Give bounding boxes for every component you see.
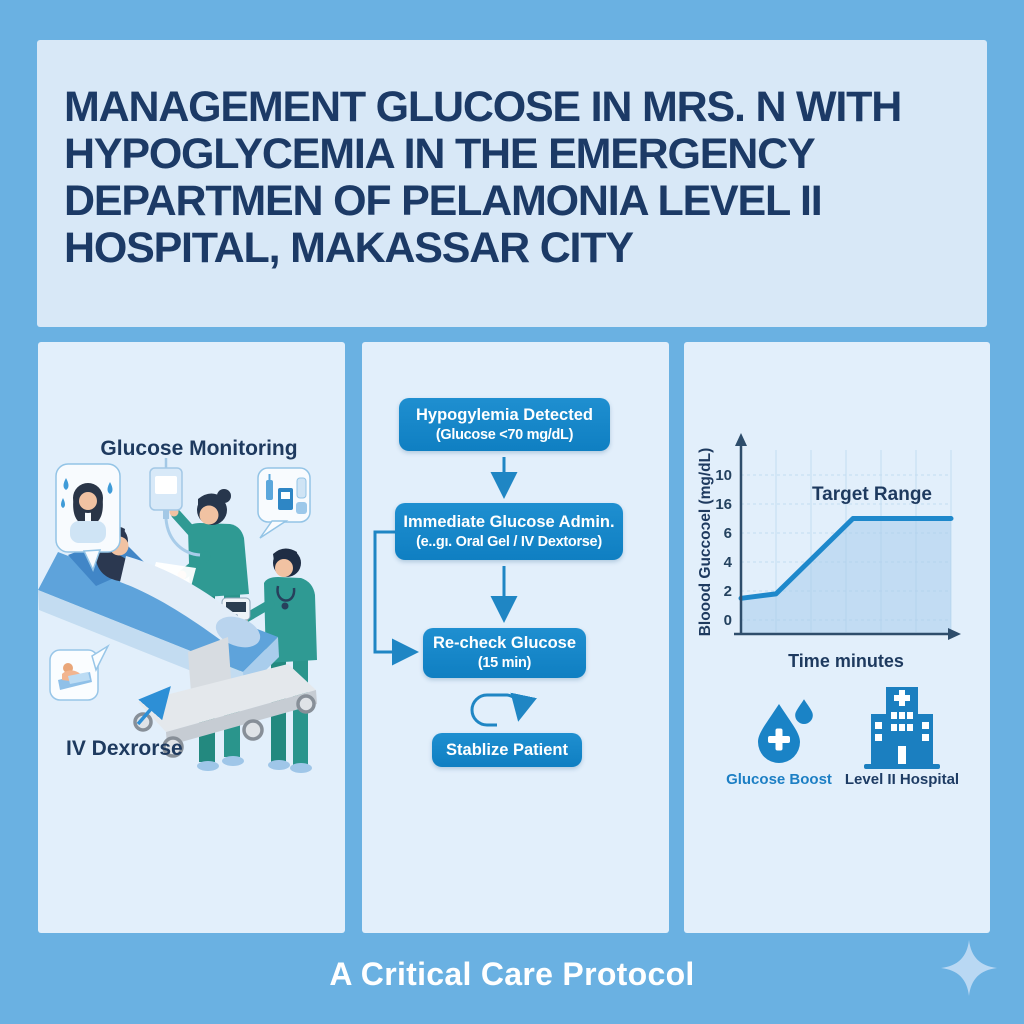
bed-pedestal bbox=[133, 637, 317, 758]
chart-axes bbox=[734, 433, 961, 640]
flow-step-3-line2: (15 min) bbox=[477, 655, 532, 671]
y-axis-arrow-icon bbox=[735, 433, 747, 446]
glucose-area-fill bbox=[741, 518, 951, 634]
iv-dextrose-label: IV Dexrorse bbox=[66, 737, 183, 760]
footer-caption: A Critical Care Protocol bbox=[329, 956, 695, 992]
sparkle-icon bbox=[941, 940, 997, 996]
glucose-boost-label: Glucose Boost bbox=[726, 771, 832, 788]
level-ii-hospital-label: Level II Hospital bbox=[845, 771, 959, 788]
caster-wheel-icon bbox=[242, 719, 264, 741]
sweat-drop-icon bbox=[107, 482, 113, 494]
illustration-scene: Glucose Monitoring bbox=[38, 437, 317, 773]
flowchart-connectors bbox=[373, 457, 537, 727]
illustration-heading: Glucose Monitoring bbox=[100, 437, 297, 460]
panel-chart: 10 16 6 4 2 0 Bloood Guccoɔel (mg/dL) Time mi… bbox=[684, 342, 990, 933]
flow-step-2-line1: Immediate Glucose Admin. bbox=[403, 512, 615, 531]
caster-wheel-icon bbox=[162, 736, 184, 758]
sweat-drop-icon bbox=[61, 498, 65, 508]
page-title-line-1: MANAGEMENT GLUCOSE IN MRS. N WITH bbox=[64, 83, 902, 131]
y-tick-label: 0 bbox=[724, 612, 732, 629]
panel-flowchart: Hypogylemia Detected (Glucose <70 mg/dL)… bbox=[362, 342, 669, 933]
speech-bubble-patient bbox=[55, 463, 121, 572]
target-range-annotation: Target Range bbox=[812, 484, 932, 505]
x-axis-label: Time minutes bbox=[788, 651, 904, 671]
flow-step-recheck-glucose: Re-check Glucose (15 min) bbox=[423, 628, 586, 678]
y-tick-label: 4 bbox=[724, 554, 733, 571]
page-title-line-3: DEPARTMEN OF PELAMONIA LEVEL II bbox=[64, 177, 823, 225]
syringe-icon bbox=[266, 480, 273, 500]
iv-bottle-icon bbox=[296, 477, 307, 499]
page-title-line-4: HOSPITAL, MAKASSAR CITY bbox=[64, 224, 634, 272]
flow-step-1-line2: (Glucose <70 mg/dL) bbox=[435, 426, 574, 443]
x-axis-arrow-icon bbox=[948, 628, 961, 640]
glucose-trend-line bbox=[738, 516, 954, 601]
panel-illustration: Glucose Monitoring bbox=[38, 342, 345, 933]
y-tick-label: 6 bbox=[724, 525, 732, 542]
speech-bubble-equipment bbox=[257, 467, 311, 539]
repeat-loop-arrow-icon bbox=[470, 692, 537, 727]
flow-step-1-line1: Hypogylemia Detected bbox=[416, 405, 593, 424]
hospital-icon bbox=[864, 687, 940, 769]
y-tick-label: 16 bbox=[715, 496, 732, 513]
title-panel: MANAGEMENT GLUCOSE IN MRS. N WITH HYPOGL… bbox=[37, 40, 987, 327]
iv-bag-icon bbox=[149, 458, 201, 557]
flow-step-hypoglycemia-detected: Hypogylemia Detected (Glucose <70 mg/dL) bbox=[399, 398, 610, 451]
y-tick-label: 2 bbox=[724, 583, 732, 600]
glucose-chart: 10 16 6 4 2 0 Bloood Guccoɔel (mg/dL) Time mi… bbox=[697, 433, 961, 788]
y-tick-label: 10 bbox=[715, 467, 732, 484]
sweat-drop-icon bbox=[63, 478, 69, 490]
flow-step-3-line1: Re-check Glucose bbox=[432, 634, 577, 652]
y-axis-tick-labels: 10 16 6 4 2 0 bbox=[715, 467, 732, 629]
stethoscope-icon bbox=[276, 585, 296, 602]
page-title-line-2: HYPOGLYCEMIA IN THE EMERGENCY bbox=[64, 130, 816, 178]
pointer-arrow-icon bbox=[136, 686, 171, 726]
mini-patient-bubble bbox=[49, 643, 110, 701]
page-title: MANAGEMENT GLUCOSE IN MRS. N WITH HYPOGL… bbox=[64, 83, 902, 272]
y-axis-label: Bloood Guccoɔel (mg/dL) bbox=[697, 448, 714, 637]
caster-wheel-icon bbox=[296, 694, 316, 714]
feedback-elbow-arrow-icon bbox=[373, 530, 419, 666]
flow-step-stabilize-patient: Stablize Patient bbox=[432, 733, 582, 767]
flow-step-immediate-glucose-admin: Immediate Glucose Admin. (e..gı. Oral Ge… bbox=[395, 503, 623, 560]
flow-step-2-line2: (e..gı. Oral Gel / IV Dextorse) bbox=[416, 533, 602, 550]
flow-step-4-line1: Stablize Patient bbox=[446, 740, 568, 759]
glucose-drop-icon bbox=[758, 699, 813, 763]
